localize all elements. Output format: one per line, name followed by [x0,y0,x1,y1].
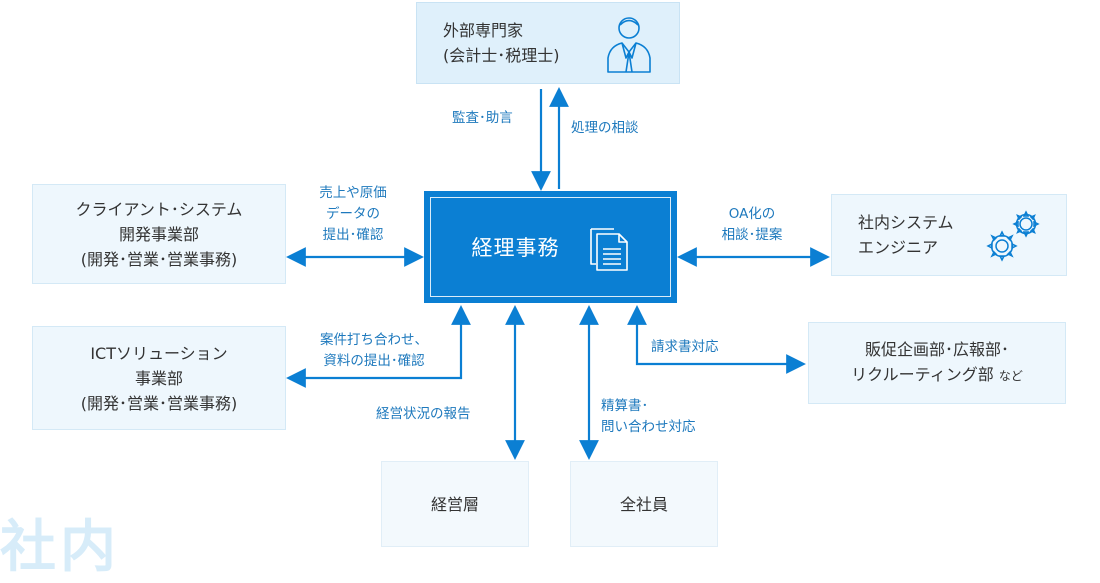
client-system-line1: クライアント･システム [75,199,243,219]
sales-pr-line2: リクルーティング部 [851,365,994,384]
external-expert-subtitle: (会計士･税理士) [443,46,560,65]
ict-solution-line3: (開発･営業･営業事務) [80,393,238,413]
internal-engineer-line1: 社内システム [858,213,954,232]
arrow-billing [627,305,806,374]
all-staff-label: 全社員 [619,494,668,514]
arrow-ict [286,305,471,388]
external-expert-node: 外部専門家 (会計士･税理士) [416,2,680,84]
label-settlement: 精算書･ 問い合わせ対応 [601,396,696,438]
label-project: 案件打ち合わせ、 資料の提出･確認 [296,330,452,372]
label-project-1: 案件打ち合わせ、 [320,332,428,348]
person-icon [607,17,651,73]
label-oa-2: 相談･提案 [721,227,783,243]
label-project-2: 資料の提出･確認 [323,353,425,369]
sales-pr-node: 販促企画部･広報部･ リクルーティング部 など [808,322,1066,404]
label-sales-data-3: 提出･確認 [322,227,384,243]
management-node: 経営層 [381,461,529,547]
label-audit: 監査･助言 [452,110,513,126]
label-oa-1: OA化の [728,206,776,222]
label-oa: OA化の 相談･提案 [702,204,802,246]
label-management-report: 経営状況の報告 [376,406,471,422]
external-expert-title: 外部専門家 [443,21,524,40]
client-system-line2: 開発事業部 [118,224,199,244]
sales-pr-suffix: など [998,369,1023,383]
internal-engineer-node: 社内システム エンジニア [831,194,1067,276]
label-sales-data-2: データの [326,206,380,222]
gears-icon [986,210,1040,262]
ict-solution-node: ICTソリューション 事業部 (開発･営業･営業事務) [32,326,286,430]
client-system-line3: (開発･営業･営業事務) [80,249,238,269]
label-settlement-1: 精算書･ [601,398,649,414]
ict-solution-line2: 事業部 [134,368,183,388]
label-consult: 処理の相談 [571,120,639,136]
client-system-node: クライアント･システム 開発事業部 (開発･営業･営業事務) [32,184,286,284]
label-sales-data-1: 売上や原価 [319,185,387,201]
internal-engineer-line2: エンジニア [858,238,939,257]
label-sales-data: 売上や原価 データの 提出･確認 [303,183,403,246]
all-staff-node: 全社員 [570,461,718,547]
center-label: 経理事務 [471,236,560,260]
ict-solution-line1: ICTソリューション [90,343,228,363]
management-label: 経営層 [430,494,479,514]
sales-pr-line1: 販促企画部･広報部･ [864,340,1009,359]
label-billing: 請求書対応 [651,339,719,355]
center-node: 経理事務 [424,191,677,303]
watermark-text: 社内 [0,515,120,580]
label-settlement-2: 問い合わせ対応 [601,419,696,435]
document-icon [589,228,628,271]
